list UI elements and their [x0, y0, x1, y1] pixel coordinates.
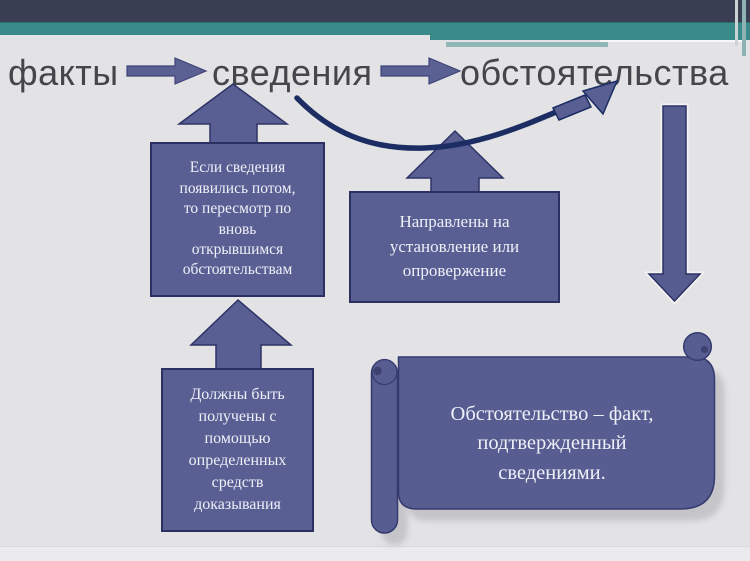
- curved-arrow-head-icon: [581, 79, 619, 116]
- scroll-left-curl: [370, 359, 399, 534]
- scroll-shape: [370, 331, 716, 534]
- scroll-definition-text: Обстоятельство – факт, подтвержденный св…: [450, 403, 654, 484]
- right-arrow-icon: [126, 57, 208, 85]
- up-arrow-icon: [176, 83, 290, 144]
- down-arrow-icon: [647, 105, 702, 303]
- header-lightteal-line: [446, 42, 608, 47]
- box-revision: Если сведения появились потом, то пересм…: [150, 142, 325, 297]
- curved-arrow-shaft: [551, 94, 593, 121]
- up-arrow-icon: [405, 129, 505, 194]
- title-word-information: сведения: [212, 52, 373, 93]
- box-means: Должны быть получены с помощью определен…: [161, 368, 314, 532]
- box-aim: Направлены на установление или опроверже…: [349, 191, 560, 303]
- scroll-top-right-curl: [682, 331, 713, 362]
- header-teal-band: [0, 22, 750, 35]
- right-arrow-icon: [380, 57, 462, 85]
- header-vertical-slit-2: [742, 0, 746, 56]
- header-teal-extension: [430, 34, 750, 40]
- scroll-left-curl-roll: [371, 358, 398, 386]
- title-word-facts: факты: [8, 52, 119, 93]
- scroll-left-curl-dot: [373, 366, 382, 376]
- scroll-body: [397, 356, 716, 510]
- scroll-top-right-dot: [700, 345, 709, 354]
- footer-strip: [0, 546, 750, 561]
- header-vertical-slit-1: [735, 0, 738, 46]
- header-navy-bar: [0, 0, 750, 22]
- up-arrow-icon: [189, 298, 294, 370]
- header-white-line: [600, 40, 742, 42]
- curved-arrow-line: [294, 95, 585, 151]
- title-word-circumstances: обстоятельства: [460, 52, 729, 93]
